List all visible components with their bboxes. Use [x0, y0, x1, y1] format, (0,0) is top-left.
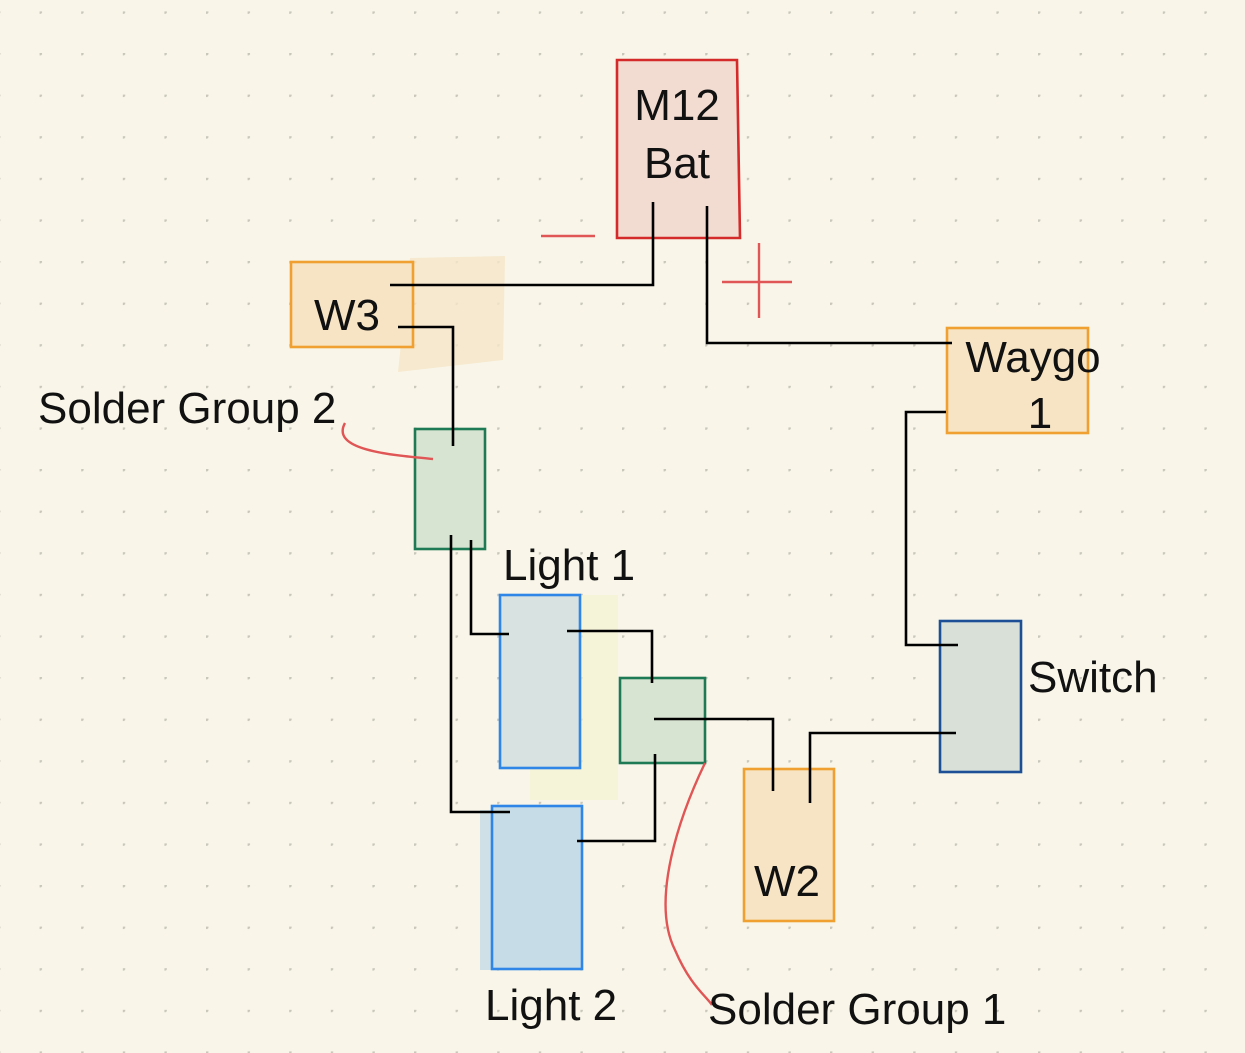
- connector-w3[interactable]: W3: [289, 260, 415, 349]
- solder-group-1-box[interactable]: [618, 676, 707, 765]
- wires: [390, 202, 958, 843]
- wire-solder2-light1: [469, 540, 509, 636]
- light-1-box[interactable]: [498, 593, 582, 770]
- w3-label: W3: [314, 291, 380, 340]
- wire-light1-solder1: [567, 629, 654, 683]
- solder-group-2-box[interactable]: [413, 427, 487, 551]
- light-2-label: Light 2: [485, 981, 617, 1030]
- waygo-label-line2: 1: [1028, 389, 1052, 438]
- connector-w2[interactable]: W2: [742, 767, 836, 923]
- solder-group-2-pointer: [341, 422, 434, 461]
- wire-w3-solder2: [398, 325, 455, 446]
- highlight-light2: [480, 810, 494, 970]
- battery-label-line2: Bat: [644, 139, 710, 188]
- waygo-label-line1: Waygo: [965, 333, 1100, 382]
- solder-group-1-pointer: [664, 762, 713, 1006]
- switch-box[interactable]: [938, 619, 1023, 774]
- wire-solder2-light2: [449, 535, 510, 814]
- connector-waygo-1[interactable]: Waygo 1: [945, 326, 1101, 438]
- switch-label: Switch: [1028, 653, 1158, 702]
- wire-light2-solder1: [577, 754, 657, 843]
- solder-group-1-label: Solder Group 1: [708, 985, 1006, 1034]
- battery-m12[interactable]: M12 Bat: [615, 58, 742, 240]
- w2-label: W2: [754, 857, 820, 906]
- wire-w2-switch: [808, 731, 956, 803]
- light-1-label: Light 1: [503, 541, 635, 590]
- wire-battery-pos-waygo: [705, 206, 952, 345]
- light-2-box[interactable]: [490, 804, 584, 971]
- wire-waygo-switch: [904, 410, 958, 647]
- solder-group-2-label: Solder Group 2: [38, 384, 336, 433]
- plus-sign-icon: [722, 243, 792, 318]
- wire-solder1-w2: [654, 717, 775, 791]
- battery-label-line1: M12: [634, 81, 720, 130]
- wire-battery-neg-w3: [390, 202, 655, 287]
